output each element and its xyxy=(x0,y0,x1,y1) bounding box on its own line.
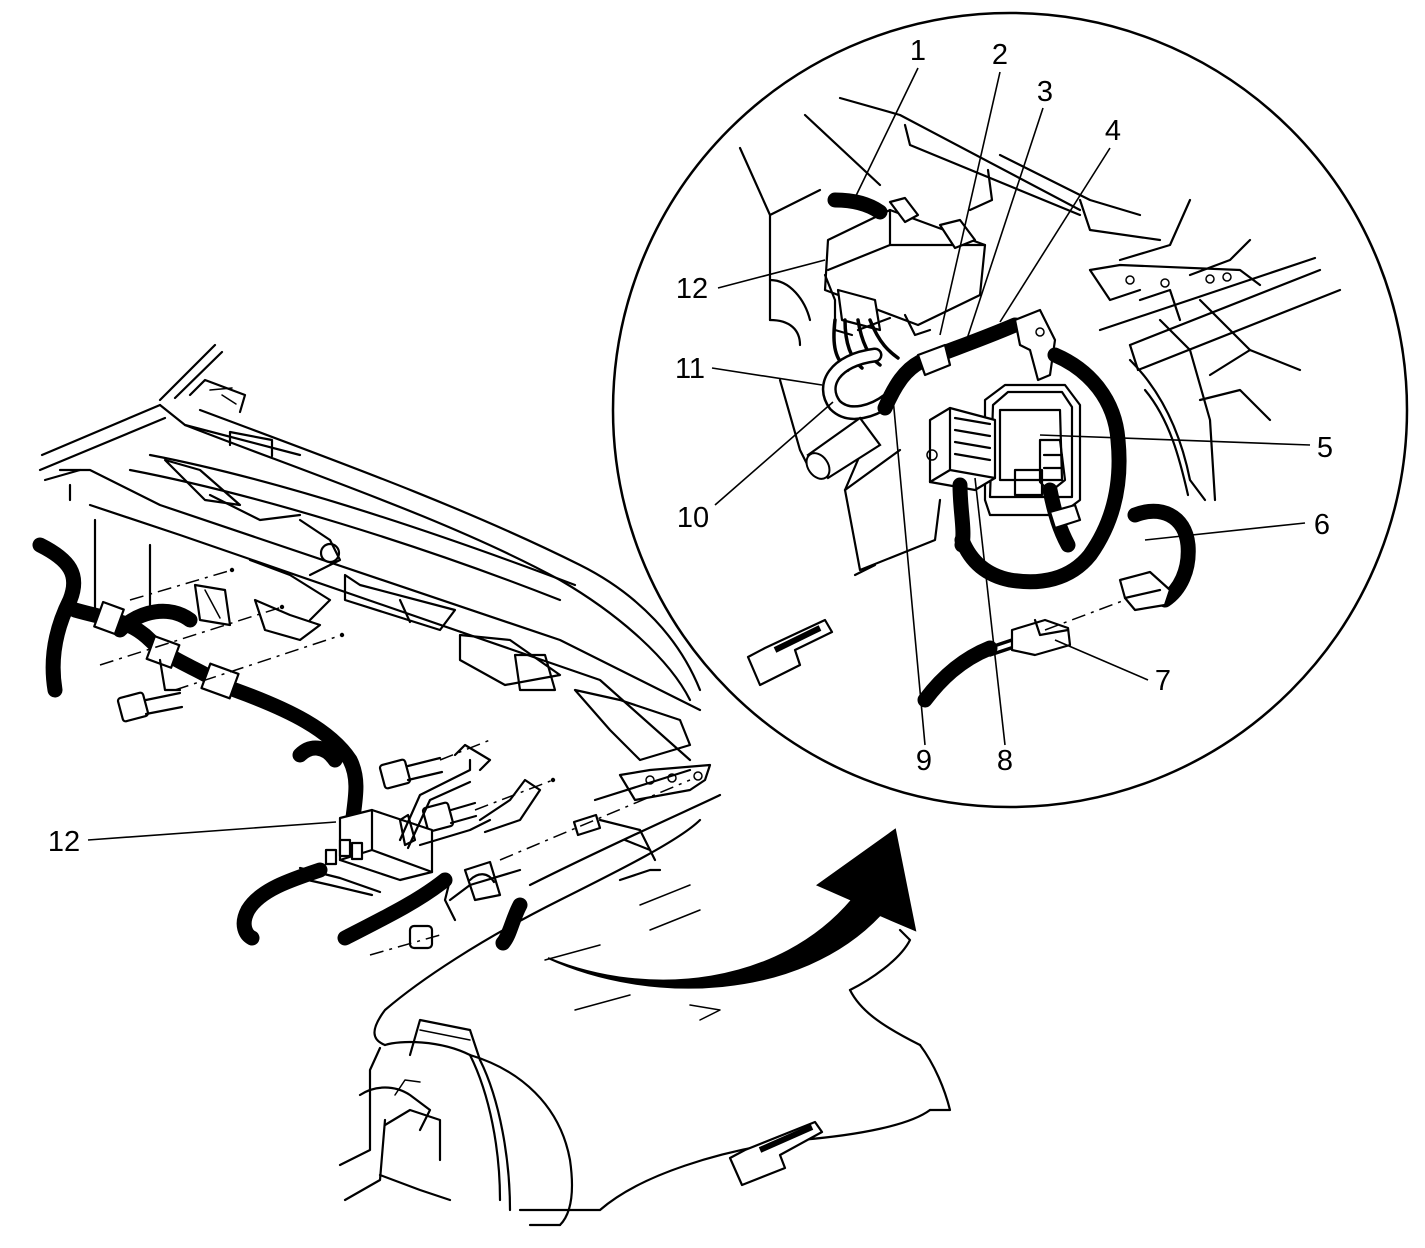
callout-labels: 1 2 3 4 5 6 7 8 9 10 11 12 12 xyxy=(48,35,1333,858)
relay-module-detail xyxy=(823,192,987,337)
callout-11: 11 xyxy=(675,353,705,385)
callout-1: 1 xyxy=(910,35,926,67)
leader-12-main xyxy=(87,821,337,841)
leader-3 xyxy=(963,107,1044,349)
leader-4 xyxy=(999,147,1111,323)
callout-5: 5 xyxy=(1317,432,1333,464)
callout-2: 2 xyxy=(992,39,1008,71)
leader-12-detail xyxy=(717,259,826,289)
main-view xyxy=(32,343,952,1227)
front-fender xyxy=(338,763,952,1227)
relay-module-main xyxy=(236,743,542,951)
cowl-panel xyxy=(38,343,702,762)
cowl-grille xyxy=(128,453,692,762)
leader-11 xyxy=(711,367,823,386)
connector-module xyxy=(926,383,1082,553)
relay-wires xyxy=(805,316,900,480)
detail-background xyxy=(738,96,1342,577)
leader-6 xyxy=(1144,522,1306,541)
callout-12-detail: 12 xyxy=(676,273,708,305)
leader-10 xyxy=(714,401,834,506)
callout-6: 6 xyxy=(1314,509,1330,541)
bolt-fasteners xyxy=(116,691,602,950)
leader-2 xyxy=(939,71,1001,336)
detail-view xyxy=(611,11,1409,809)
callout-3: 3 xyxy=(1037,76,1053,108)
callout-12-main: 12 xyxy=(48,826,80,858)
leader-7 xyxy=(1054,639,1149,681)
callout-8: 8 xyxy=(997,745,1013,777)
leader-9 xyxy=(892,397,926,746)
callout-4: 4 xyxy=(1105,115,1121,147)
detail-leaders xyxy=(711,67,1311,746)
leader-1 xyxy=(851,67,919,205)
detail-alignment-lines xyxy=(1044,599,1126,631)
callout-10: 10 xyxy=(677,502,709,534)
forward-direction-arrow-detail xyxy=(746,618,834,687)
leader-5 xyxy=(1039,434,1311,446)
forward-direction-arrow-main xyxy=(728,1120,824,1187)
callout-9: 9 xyxy=(916,745,932,777)
harness-conduit-detail xyxy=(877,308,1196,708)
alignment-lines xyxy=(99,567,691,956)
leader-8 xyxy=(974,477,1006,746)
curved-arrow-to-detail xyxy=(547,828,917,989)
wiring-harness-main xyxy=(32,537,364,833)
callout-7: 7 xyxy=(1155,665,1171,697)
